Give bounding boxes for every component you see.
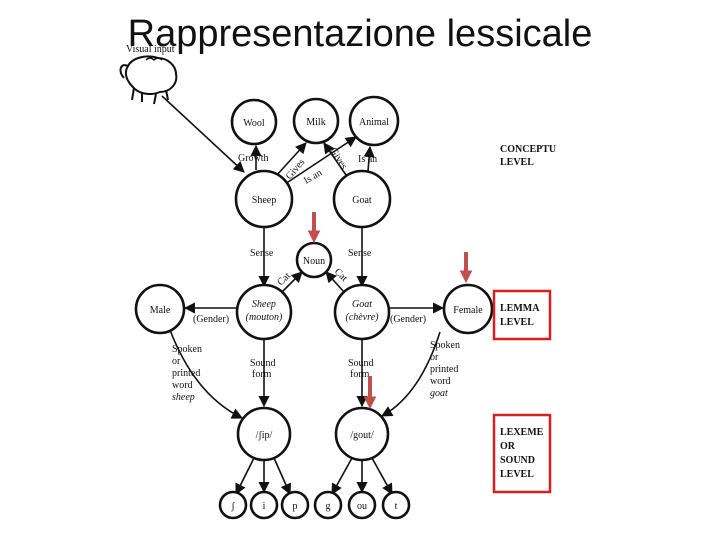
spoken-label: word bbox=[430, 376, 451, 387]
spoken-label: printed bbox=[172, 368, 200, 379]
spoken-label: Spoken bbox=[172, 344, 202, 355]
level-label-lemma: LEMMA bbox=[500, 303, 540, 314]
edge-label-gender: (Gender) bbox=[390, 314, 426, 325]
node-wool: Wool bbox=[230, 98, 278, 146]
phoneme-node: p bbox=[280, 490, 310, 520]
phoneme-label: t bbox=[395, 501, 398, 512]
node-female: Female bbox=[442, 283, 494, 335]
node-sheep-lemma-gloss: (mouton) bbox=[246, 312, 283, 323]
spoken-label: printed bbox=[430, 364, 458, 375]
node-female-label: Female bbox=[453, 305, 483, 316]
edge-goat-animal bbox=[363, 145, 375, 172]
node-male-label: Male bbox=[150, 305, 171, 316]
phoneme-node: ou bbox=[347, 490, 377, 520]
edge-label-sense: Sense bbox=[348, 248, 372, 259]
spoken-label: or bbox=[172, 356, 181, 367]
node-milk-label: Milk bbox=[306, 117, 325, 128]
node-goat-lemma: Goat (chèvre) bbox=[333, 283, 391, 341]
spoken-label: goat bbox=[430, 388, 448, 399]
level-label-lexeme: SOUND bbox=[500, 455, 535, 466]
node-sheep-lemma: Sheep (mouton) bbox=[235, 283, 293, 341]
slide-title: Rappresentazione lessicale bbox=[127, 13, 593, 55]
node-goat-lexeme-label: /gout/ bbox=[350, 430, 374, 441]
node-sheep-lexeme-label: /ʃip/ bbox=[256, 430, 273, 441]
edge-label-form: form bbox=[252, 369, 272, 380]
edge-goat-milk bbox=[323, 142, 347, 176]
edge-sheep-milk bbox=[275, 142, 307, 177]
phoneme-label: ou bbox=[357, 501, 367, 512]
edge-sheep-animal bbox=[281, 136, 357, 187]
level-label-lemma: LEVEL bbox=[500, 317, 534, 328]
spoken-label: word bbox=[172, 380, 193, 391]
level-label-lexeme: LEXEME bbox=[500, 427, 544, 438]
edge-label-sound: Sound bbox=[250, 358, 276, 369]
level-label-lexeme: LEVEL bbox=[500, 469, 534, 480]
phoneme-label: ʃ bbox=[230, 501, 235, 512]
node-goat-concept-label: Goat bbox=[352, 195, 372, 206]
node-animal-label: Animal bbox=[359, 117, 389, 128]
phoneme-label: p bbox=[293, 501, 298, 512]
level-label-conceptual: LEVEL bbox=[500, 157, 534, 168]
node-sheep-lemma-label: Sheep bbox=[252, 299, 276, 310]
level-label-lexeme: OR bbox=[500, 441, 516, 452]
spoken-label: sheep bbox=[172, 392, 195, 403]
node-wool-label: Wool bbox=[243, 118, 265, 129]
node-goat-lemma-label: Goat bbox=[352, 299, 372, 310]
node-noun: Noun bbox=[295, 241, 333, 279]
lemma-level-highlight bbox=[492, 289, 552, 341]
node-sheep-lexeme: /ʃip/ bbox=[236, 406, 292, 462]
node-milk: Milk bbox=[292, 97, 340, 145]
edge-label-sense: Sense bbox=[250, 248, 274, 259]
edge-label-is-an: Is an bbox=[358, 154, 377, 165]
spoken-label: Spoken bbox=[430, 340, 460, 351]
level-label-conceptual: CONCEPTU bbox=[500, 144, 556, 155]
edge-goat-phon-1 bbox=[331, 457, 353, 495]
sheep-sketch-icon bbox=[119, 55, 178, 105]
node-goat-lexeme: /gout/ bbox=[334, 406, 390, 462]
phoneme-label: i bbox=[263, 501, 266, 512]
phoneme-node: i bbox=[249, 490, 279, 520]
edge-sheep-phon-1 bbox=[235, 457, 255, 496]
lexeme-level-highlight bbox=[492, 413, 552, 494]
phoneme-node: g bbox=[313, 490, 343, 520]
edge-sheep-phon-3 bbox=[273, 457, 292, 496]
edge-label-gives: Gives bbox=[327, 146, 349, 172]
edge-cat-goat bbox=[325, 271, 345, 293]
node-sheep-concept: Sheep bbox=[234, 169, 294, 229]
phoneme-node: ʃ bbox=[218, 490, 248, 520]
phoneme-label: g bbox=[326, 501, 331, 512]
spoken-label: or bbox=[430, 352, 439, 363]
edge-label-growth: Growth bbox=[238, 153, 269, 164]
edge-label-cat: Cat bbox=[275, 270, 293, 288]
edge-cat-sheep bbox=[281, 271, 303, 293]
edge-label-gender: (Gender) bbox=[193, 314, 229, 325]
edge-label-sound: Sound bbox=[348, 358, 374, 369]
node-sheep-concept-label: Sheep bbox=[252, 195, 276, 206]
edge-goat-phon-3 bbox=[371, 457, 393, 495]
node-male: Male bbox=[134, 283, 186, 335]
visual-input-label: Visual input bbox=[126, 44, 175, 55]
edge-visual-to-sheep bbox=[161, 95, 245, 173]
edge-label-form: form bbox=[350, 369, 370, 380]
phoneme-node: t bbox=[381, 490, 411, 520]
node-animal: Animal bbox=[348, 95, 400, 147]
node-goat-concept: Goat bbox=[332, 169, 392, 229]
edge-spoken-goat bbox=[381, 331, 441, 417]
node-noun-label: Noun bbox=[303, 256, 325, 267]
node-goat-lemma-gloss: (chèvre) bbox=[346, 312, 380, 323]
edge-spoken-sheep bbox=[169, 329, 244, 419]
